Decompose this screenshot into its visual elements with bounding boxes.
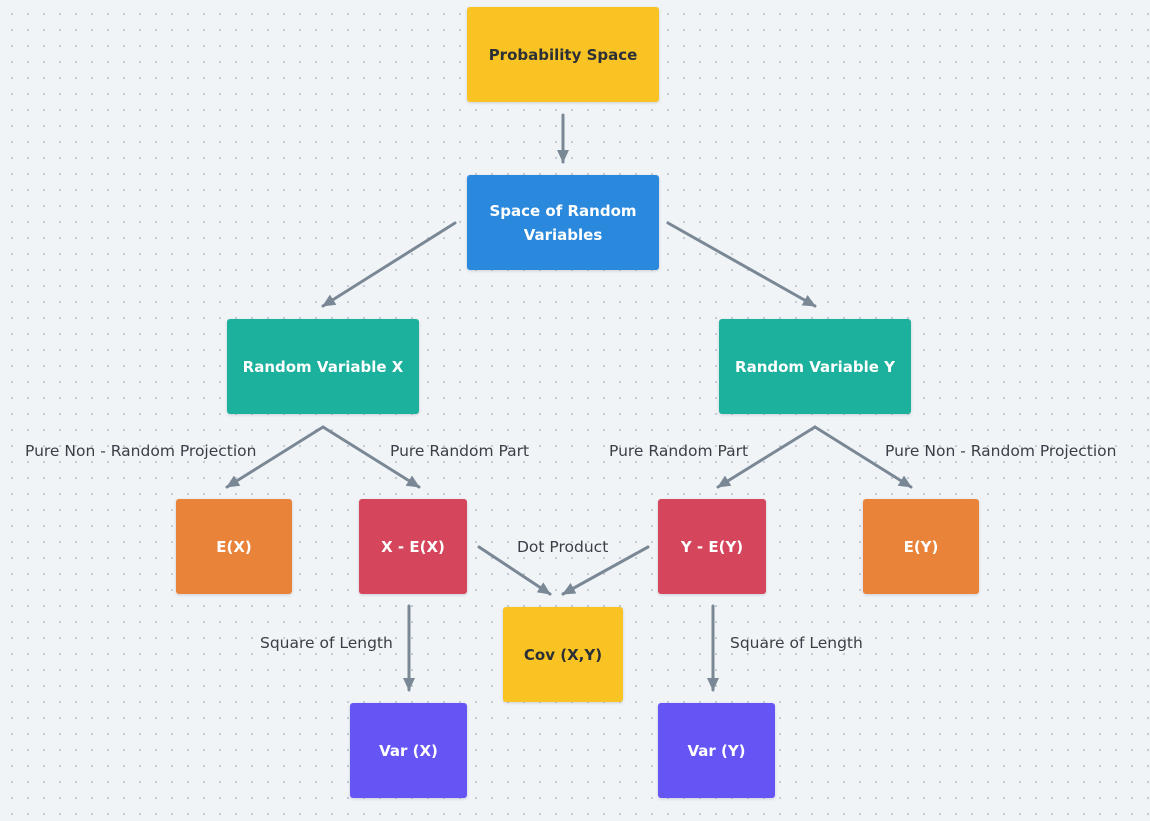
edge-label-y-square-length: Square of Length	[730, 634, 863, 652]
node-space-of-random-variables[interactable]: Space of Random Variables	[467, 175, 659, 270]
edge-space-to-x	[321, 221, 457, 308]
node-label: Var (X)	[379, 741, 438, 760]
edge-label-x-projection: Pure Non - Random Projection	[25, 442, 257, 460]
edge-x-to-x-minus-ex	[321, 425, 421, 489]
node-expectation-y[interactable]: E(Y)	[863, 499, 979, 594]
node-label: Random Variable Y	[735, 357, 895, 376]
node-covariance[interactable]: Cov (X,Y)	[503, 607, 623, 702]
node-label: Var (Y)	[687, 741, 746, 760]
edge-label-y-projection: Pure Non - Random Projection	[885, 442, 1117, 460]
node-variance-x[interactable]: Var (X)	[350, 703, 467, 798]
node-label: Cov (X,Y)	[523, 645, 603, 664]
node-probability-space[interactable]: Probability Space	[467, 7, 659, 102]
node-label: Y - E(Y)	[680, 537, 744, 556]
edge-label-dot-product: Dot Product	[517, 538, 609, 556]
edge-x-minus-ex-to-cov	[477, 545, 552, 596]
node-random-variable-x[interactable]: Random Variable X	[227, 319, 419, 414]
edge-y-to-y-minus-ey	[716, 425, 817, 489]
node-label: X - E(X)	[381, 537, 445, 556]
edge-label-y-random-part: Pure Random Part	[609, 442, 749, 460]
node-y-minus-ey[interactable]: Y - E(Y)	[658, 499, 766, 594]
node-x-minus-ex[interactable]: X - E(X)	[359, 499, 467, 594]
node-variance-y[interactable]: Var (Y)	[658, 703, 775, 798]
node-expectation-x[interactable]: E(X)	[176, 499, 292, 594]
node-random-variable-y[interactable]: Random Variable Y	[719, 319, 911, 414]
edge-space-to-y	[666, 221, 817, 308]
edge-y-minus-ey-to-cov	[561, 545, 650, 596]
edge-label-x-random-part: Pure Random Part	[390, 442, 530, 460]
node-label: Space of Random Variables	[489, 201, 637, 244]
node-label: E(Y)	[903, 537, 939, 556]
node-label: E(X)	[216, 537, 252, 556]
edge-y-to-ey	[813, 425, 913, 489]
edge-x-to-ex	[225, 425, 325, 489]
node-label: Random Variable X	[242, 357, 404, 376]
node-label: Probability Space	[488, 45, 638, 64]
edge-label-x-square-length: Square of Length	[260, 634, 393, 652]
